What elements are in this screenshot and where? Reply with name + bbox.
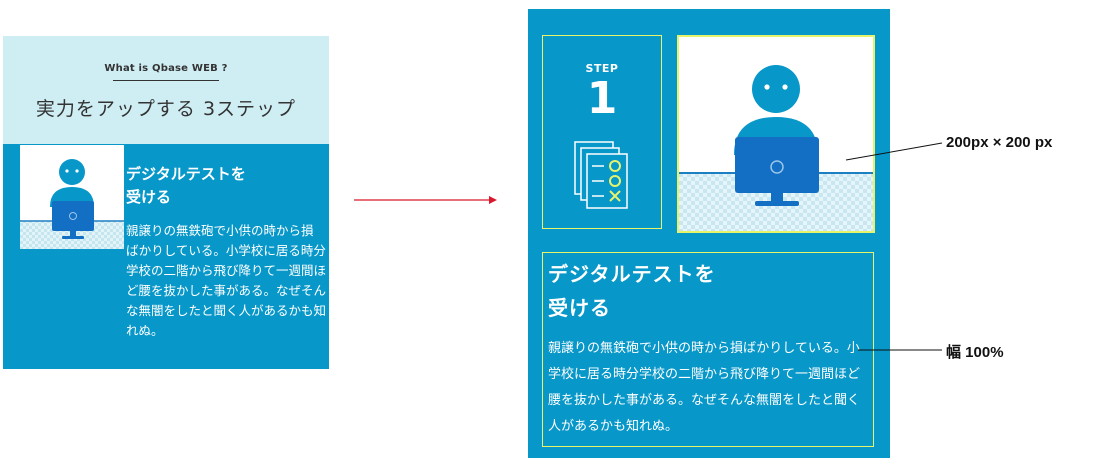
person-at-computer-illustration: [20, 145, 124, 249]
text-width-annotation: 幅 100%: [946, 344, 1004, 361]
after-mockup: STEP 1: [528, 9, 890, 458]
right-arrow-icon: [354, 196, 497, 204]
checklist-documents-icon: [574, 141, 628, 209]
step-text-block: デジタルテストを 受ける 親譲りの無鉄砲で小供の時から損ばかりしている。小学校に…: [542, 252, 874, 447]
step-heading: デジタルテストを 受ける: [548, 257, 868, 325]
step-body-text: 親譲りの無鉄砲で小供の時から損ばかりしている。小学校に居る時分学校の二階から飛び…: [548, 341, 861, 434]
section-title: 実力をアップする 3ステップ: [35, 98, 297, 120]
heading-line-2: 受ける: [126, 188, 172, 206]
heading-line-1: デジタルテストを: [548, 262, 716, 286]
step-label: STEP: [585, 62, 619, 75]
heading-line-2: 受ける: [548, 296, 611, 320]
heading-line-1: デジタルテストを: [126, 165, 246, 183]
before-mockup: What is Qbase WEB ? 実力をアップする 3ステップ デジタルテ…: [3, 36, 329, 369]
subtitle-underline: [113, 80, 219, 81]
person-at-computer-illustration-large: [677, 35, 875, 233]
step-badge: STEP 1: [542, 35, 662, 229]
step-number: 1: [586, 73, 618, 124]
section-header: What is Qbase WEB ? 実力をアップする 3ステップ: [3, 36, 329, 144]
section-subtitle: What is Qbase WEB ?: [104, 63, 228, 74]
step-heading: デジタルテストを 受ける: [126, 163, 316, 209]
image-size-annotation: 200px × 200 px: [946, 134, 1053, 151]
step-body-text: 親譲りの無鉄砲で小供の時から損ばかりしている。小学校に居る時分学校の二階から飛び…: [126, 223, 327, 338]
